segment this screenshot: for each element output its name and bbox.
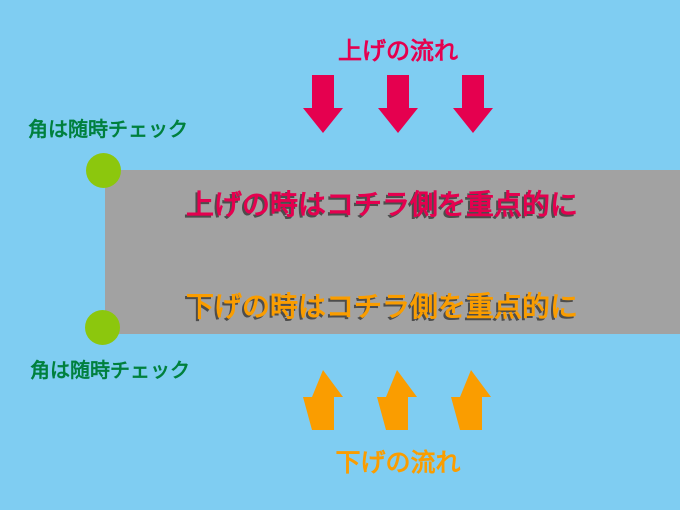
up-arrows-group bbox=[303, 370, 491, 430]
fall-flow-label: 下げの流れ bbox=[335, 448, 461, 477]
panel-fall-message: 下げの時はコチラ側を重点的に bbox=[186, 290, 579, 323]
down-arrows-group bbox=[303, 75, 493, 133]
down-arrow-icon bbox=[453, 75, 493, 133]
down-arrow-icon bbox=[303, 75, 343, 133]
corner-dot-bottom-icon bbox=[85, 310, 120, 345]
corner-dot-top-icon bbox=[86, 153, 121, 188]
rise-flow-label: 上げの流れ bbox=[338, 37, 458, 65]
down-arrow-icon bbox=[378, 75, 418, 133]
corner-note-bottom: 角は随時チェック bbox=[30, 358, 190, 382]
up-arrow-icon bbox=[451, 370, 491, 430]
up-arrow-icon bbox=[303, 370, 343, 430]
center-panel: 上げの時はコチラ側を重点的に 下げの時はコチラ側を重点的に bbox=[105, 170, 680, 334]
corner-note-top: 角は随時チェック bbox=[28, 117, 188, 141]
panel-rise-message: 上げの時はコチラ側を重点的に bbox=[186, 188, 579, 221]
up-arrow-icon bbox=[377, 370, 417, 430]
